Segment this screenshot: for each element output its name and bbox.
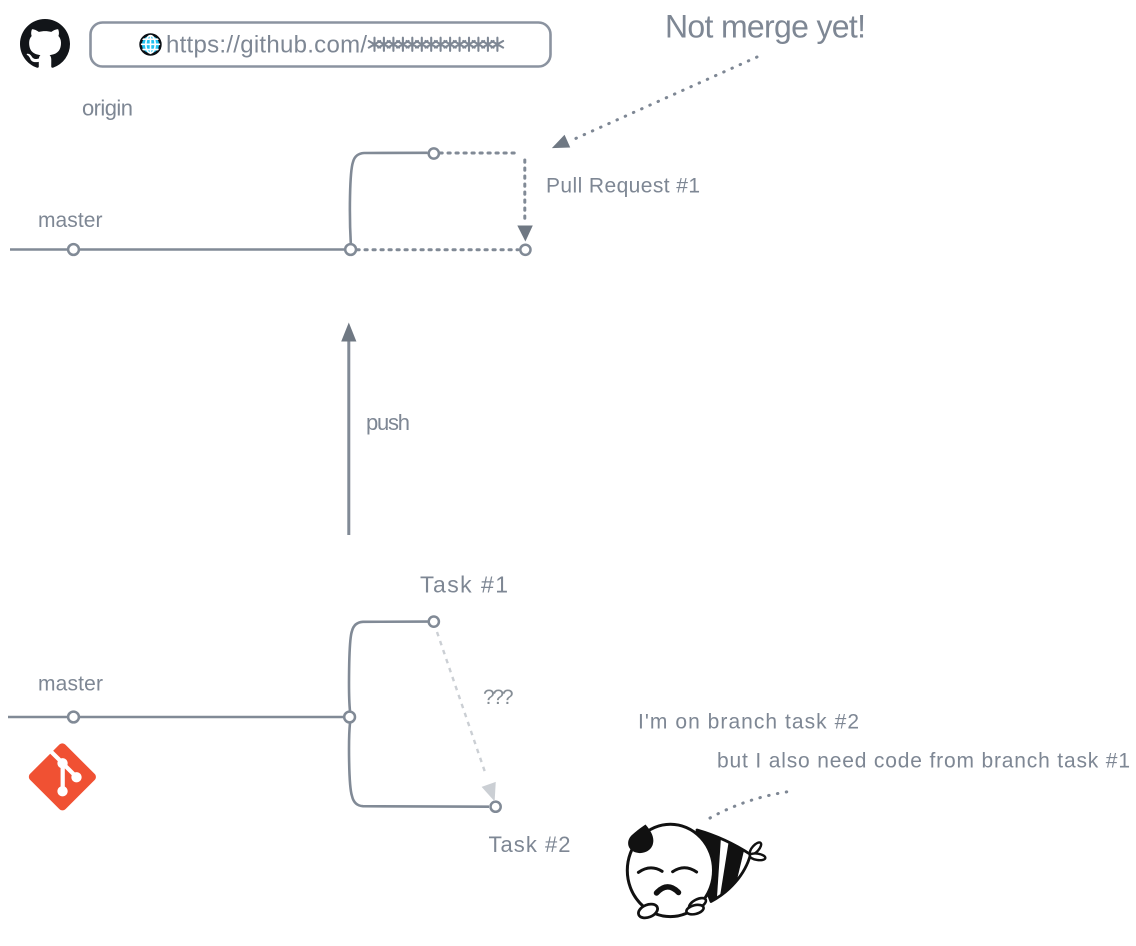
svg-text:Not merge yet!: Not merge yet! <box>665 9 866 45</box>
svg-text:push: push <box>366 410 410 435</box>
svg-text:???: ??? <box>483 686 514 709</box>
svg-text:Pull Request #1: Pull Request #1 <box>546 175 700 198</box>
svg-text:master: master <box>38 209 103 232</box>
svg-text:https://github.com/: https://github.com/ <box>166 32 367 59</box>
svg-text:Task #1: Task #1 <box>420 572 508 598</box>
svg-text:origin: origin <box>82 96 133 121</box>
svg-text:Task #2: Task #2 <box>489 832 571 857</box>
svg-text:I'm on branch task #2: I'm on branch task #2 <box>638 711 859 734</box>
svg-text:master: master <box>38 673 103 696</box>
svg-text:but I also need code from bran: but I also need code from branch task #1 <box>717 750 1130 773</box>
